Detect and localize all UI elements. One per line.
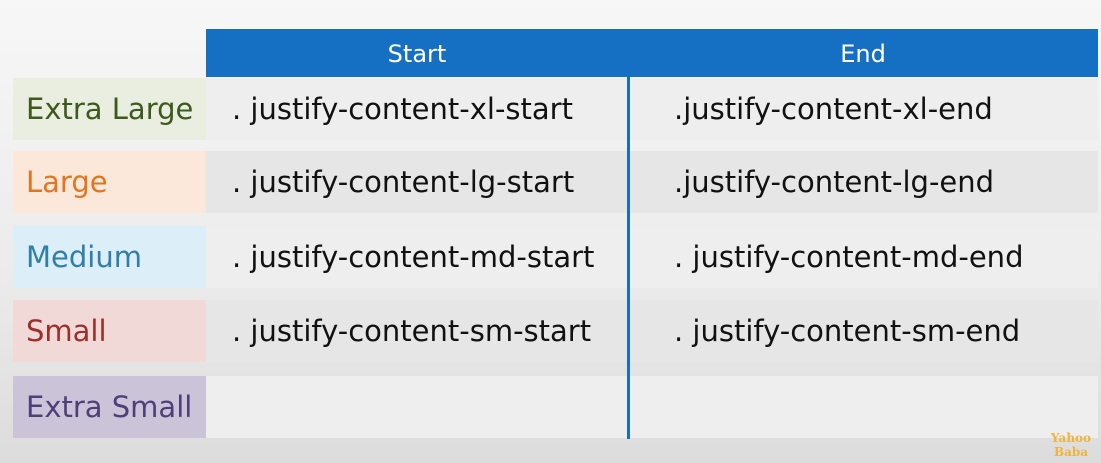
watermark-line1: Yahoo — [1050, 431, 1092, 445]
column-header-start: Start — [387, 40, 447, 68]
column-header-end: End — [840, 40, 886, 68]
cell-end-sm: . justify-content-sm-end — [630, 300, 1098, 362]
row-label-extra-small: Extra Small — [13, 376, 206, 438]
cell-end-xl: .justify-content-xl-end — [630, 78, 1098, 140]
row-label-small: Small — [13, 300, 206, 362]
cell-start-xs — [206, 376, 628, 438]
header-bar: Start End — [206, 29, 1098, 77]
cell-start-lg: . justify-content-lg-start — [206, 151, 628, 213]
watermark-logo: Yahoo Baba — [1049, 431, 1093, 459]
column-divider — [627, 77, 630, 439]
cell-end-lg: .justify-content-lg-end — [630, 151, 1098, 213]
cell-start-md: . justify-content-md-start — [206, 226, 628, 288]
cell-end-md: . justify-content-md-end — [630, 226, 1098, 288]
row-label-medium: Medium — [13, 226, 206, 288]
row-label-extra-large: Extra Large — [13, 78, 206, 140]
cell-start-xl: . justify-content-xl-start — [206, 78, 628, 140]
cell-end-xs — [630, 376, 1098, 438]
cell-start-sm: . justify-content-sm-start — [206, 300, 628, 362]
watermark-line2: Baba — [1053, 445, 1089, 459]
row-label-large: Large — [13, 151, 206, 213]
